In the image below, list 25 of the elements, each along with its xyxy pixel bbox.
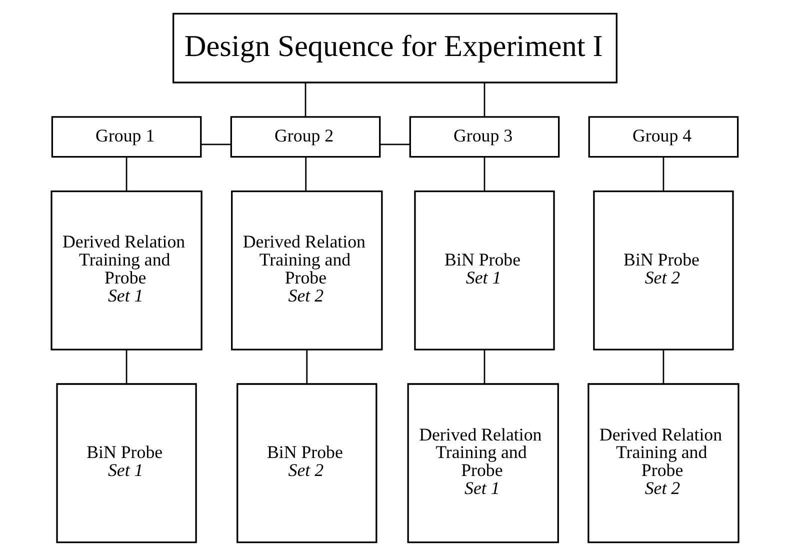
- connector: [379, 144, 410, 146]
- node-box: BiN Probe Set 2: [236, 383, 377, 544]
- node-box: Derived Relation Training and Probe Set 1: [50, 190, 202, 350]
- connector: [483, 82, 485, 117]
- node-box: Derived Relation Training and Probe Set 2: [587, 383, 739, 544]
- connector: [125, 157, 127, 192]
- node-box: BiN Probe Set 1: [414, 190, 554, 350]
- node-box: BiN Probe Set 1: [56, 383, 196, 544]
- node-box: Derived Relation Training and Probe Set 2: [230, 190, 382, 350]
- node-box: Group 3: [408, 116, 560, 158]
- node-box: Derived Relation Training and Probe Set 1: [406, 383, 558, 544]
- connector: [304, 82, 306, 117]
- node-box: Group 4: [588, 116, 738, 158]
- node-box: Group 1: [50, 116, 202, 158]
- connector: [662, 157, 664, 192]
- node-box: Design Sequence for Experiment I: [172, 12, 617, 84]
- connector: [662, 350, 664, 384]
- node-box: Group 2: [230, 116, 380, 158]
- connector: [125, 350, 127, 384]
- connector: [483, 157, 485, 192]
- connector: [200, 144, 231, 146]
- connector: [306, 350, 308, 384]
- connector: [304, 157, 306, 192]
- connector: [483, 350, 485, 384]
- node-box: BiN Probe Set 2: [592, 190, 734, 350]
